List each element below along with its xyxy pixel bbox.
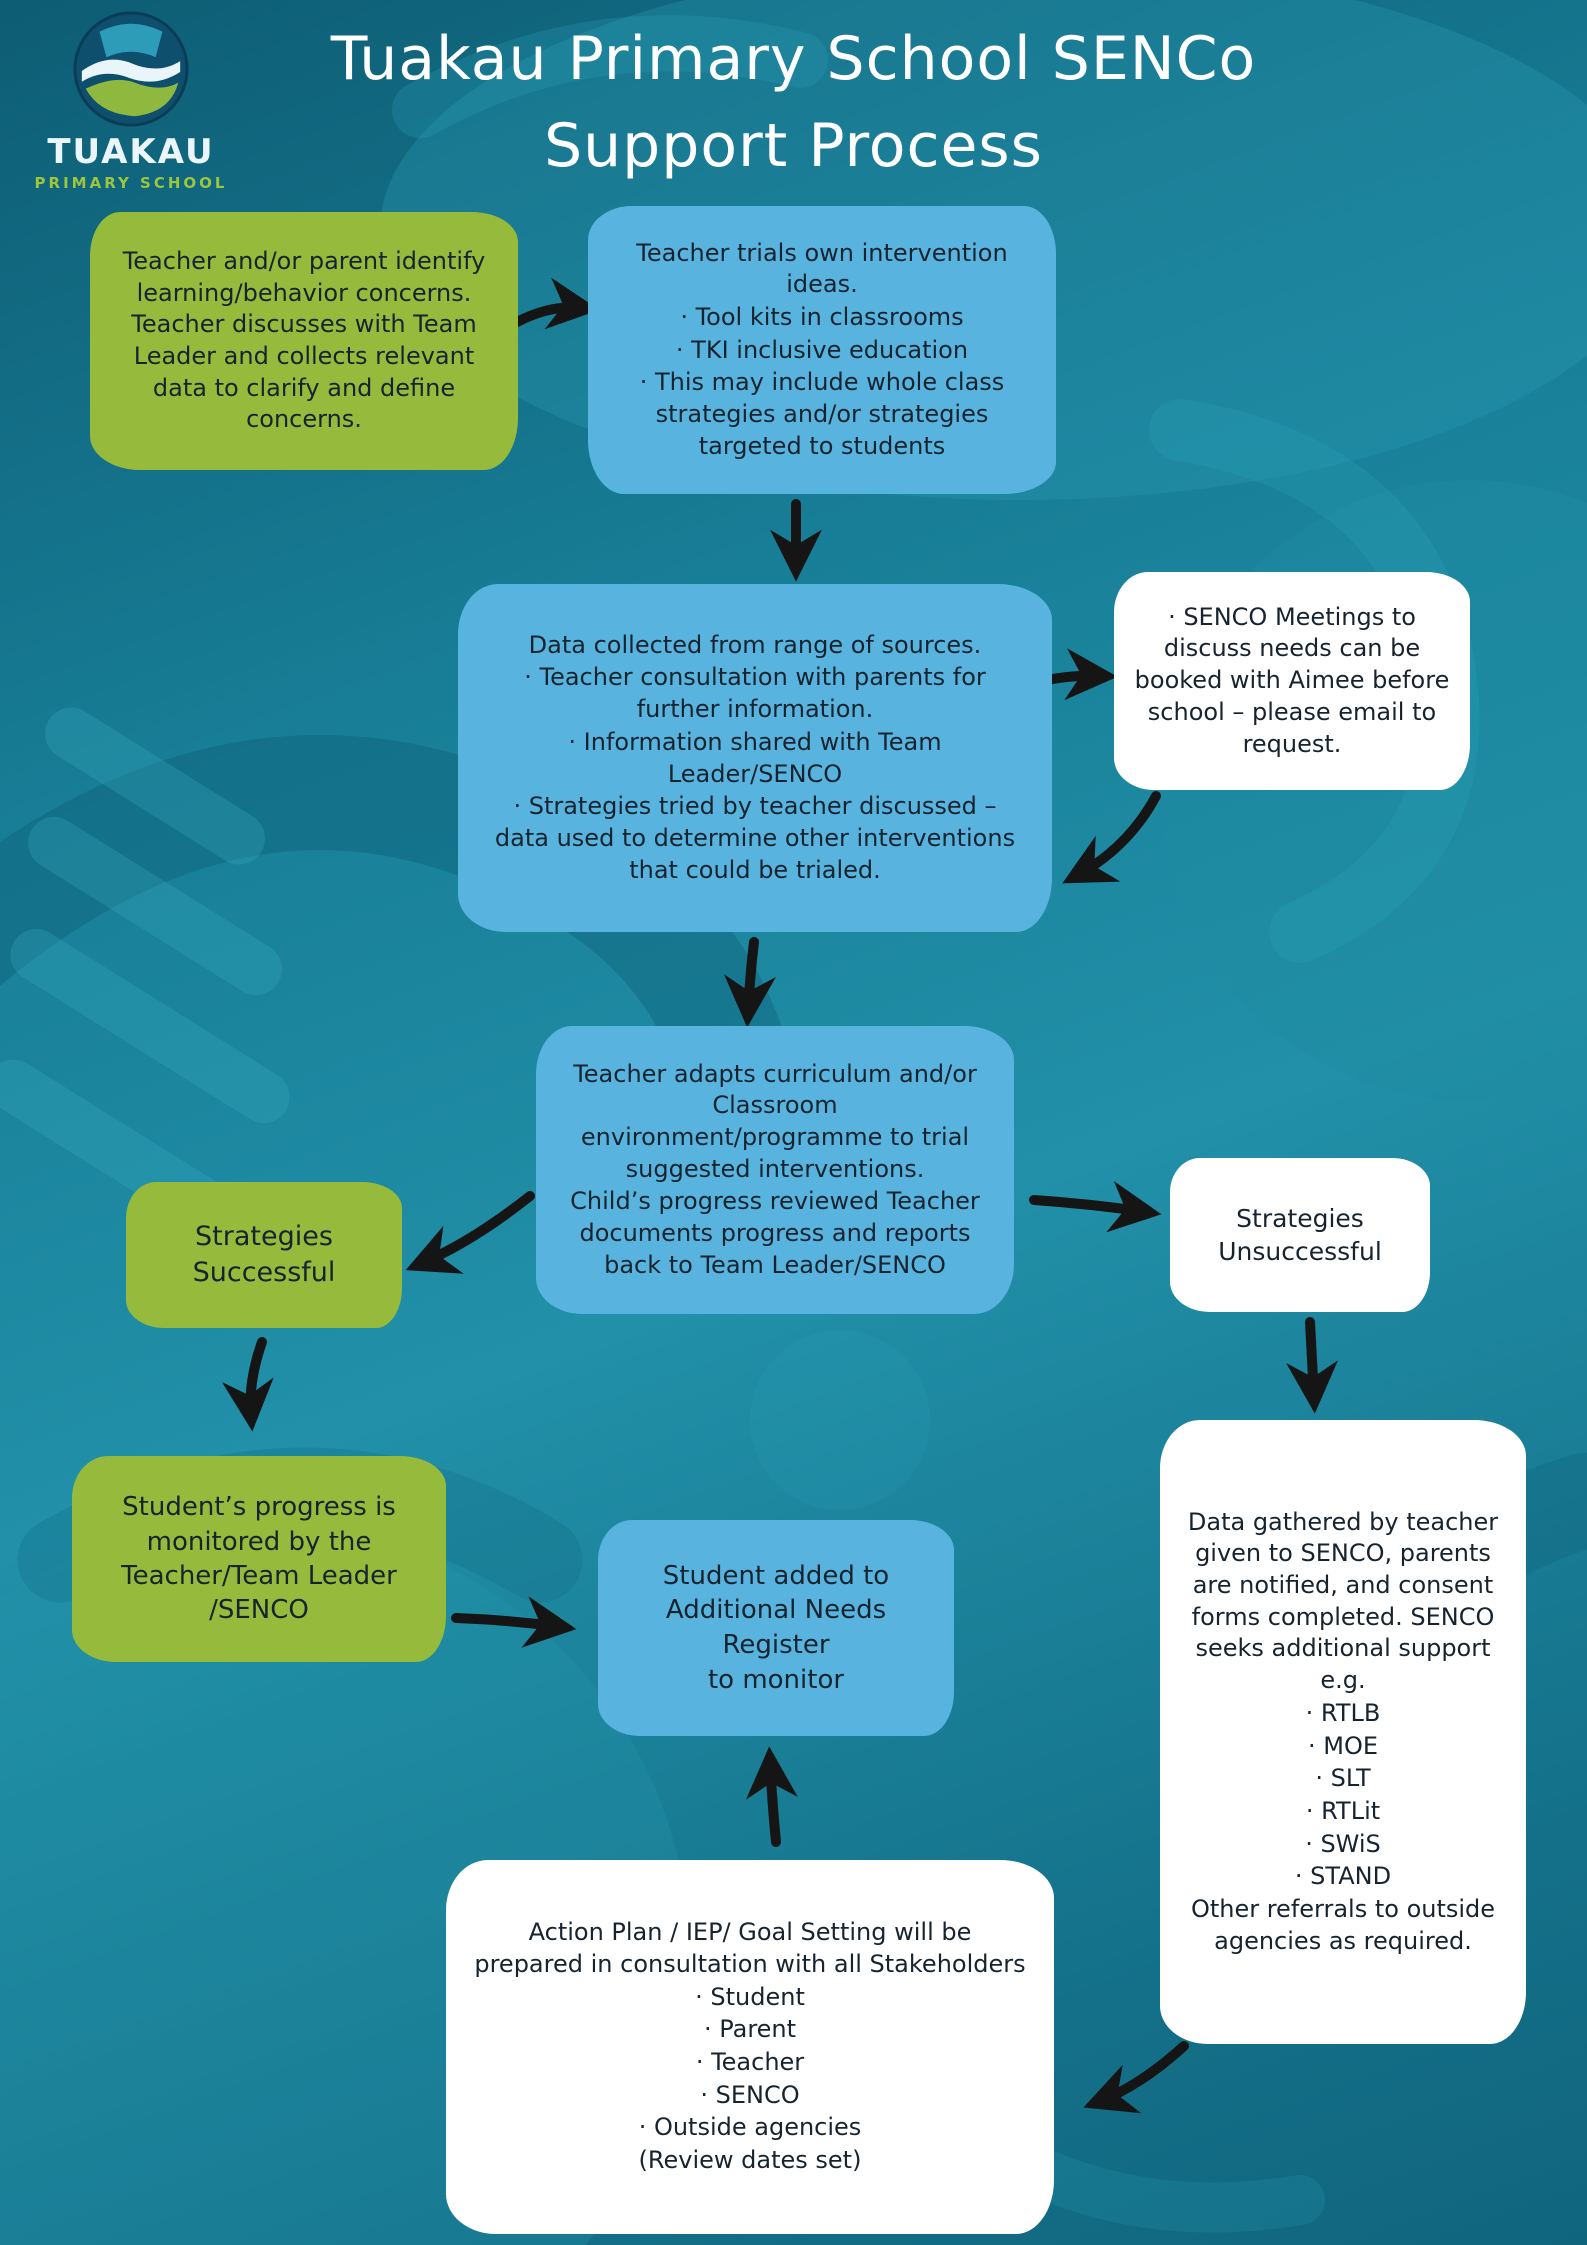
step-data-collected-text: Data collected from range of sources.· T… xyxy=(494,630,1016,884)
school-logo-subtitle: PRIMARY SCHOOL xyxy=(34,174,228,192)
title-line-2: Support Process xyxy=(544,111,1043,181)
step-progress-monitored: Student’s progress is monitored by the T… xyxy=(72,1456,446,1662)
page-title: Tuakau Primary School SENCo Support Proc… xyxy=(0,16,1587,190)
outcome-strategies-unsuccessful-text: Strategies Unsuccessful xyxy=(1218,1204,1382,1266)
outcome-strategies-successful-text: Strategies Successful xyxy=(192,1221,336,1288)
step-teacher-adapts: Teacher adapts curriculum and/or Classro… xyxy=(536,1026,1014,1314)
school-logo-name: TUAKAU xyxy=(47,132,215,172)
step-identify-concerns-text: Teacher and/or parent identify learning/… xyxy=(122,246,486,434)
note-senco-meetings: · SENCO Meetings to discuss needs can be… xyxy=(1114,572,1470,790)
outcome-strategies-successful: Strategies Successful xyxy=(126,1182,402,1328)
school-logo-icon xyxy=(73,11,189,127)
step-teacher-trials: Teacher trials own intervention ideas.· … xyxy=(588,206,1056,494)
step-needs-register-text: Student added to Additional Needs Regist… xyxy=(662,1560,890,1695)
school-logo: TUAKAU PRIMARY SCHOOL xyxy=(26,10,236,192)
step-data-gathered-support: Data gathered by teacher given to SENCO,… xyxy=(1160,1420,1526,2044)
step-progress-monitored-text: Student’s progress is monitored by the T… xyxy=(121,1492,397,1626)
step-data-collected: Data collected from range of sources.· T… xyxy=(458,584,1052,932)
note-senco-meetings-text: · SENCO Meetings to discuss needs can be… xyxy=(1134,602,1450,758)
step-teacher-adapts-text: Teacher adapts curriculum and/or Classro… xyxy=(570,1059,980,1279)
step-action-plan: Action Plan / IEP/ Goal Setting will be … xyxy=(446,1860,1054,2234)
title-line-1: Tuakau Primary School SENCo xyxy=(330,24,1257,94)
step-teacher-trials-text: Teacher trials own intervention ideas.· … xyxy=(636,238,1008,460)
step-identify-concerns: Teacher and/or parent identify learning/… xyxy=(90,212,518,470)
outcome-strategies-unsuccessful: Strategies Unsuccessful xyxy=(1170,1158,1430,1312)
step-action-plan-text: Action Plan / IEP/ Goal Setting will be … xyxy=(474,1918,1026,2175)
step-data-gathered-support-text: Data gathered by teacher given to SENCO,… xyxy=(1187,1507,1499,1955)
step-needs-register: Student added to Additional Needs Regist… xyxy=(598,1520,954,1736)
